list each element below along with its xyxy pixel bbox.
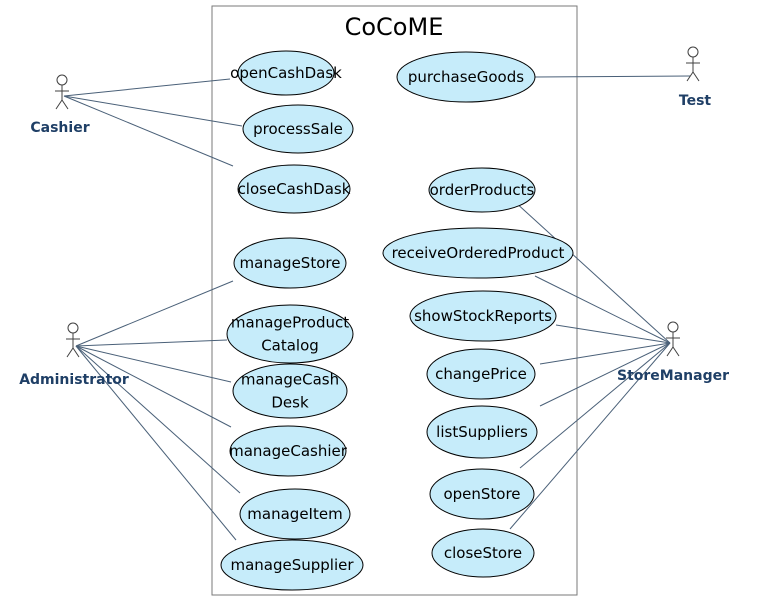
actor-label: Administrator xyxy=(19,372,129,388)
use-case-ellipse xyxy=(242,104,354,154)
use-case-ellipse xyxy=(237,50,335,96)
use-case-receiveOrderedProduct[interactable]: receiveOrderedProduct xyxy=(382,227,574,279)
use-case-showStockReports[interactable]: showStockReports xyxy=(409,290,557,342)
actor-storemanager[interactable]: StoreManager xyxy=(617,321,729,384)
use-case-ellipse xyxy=(396,51,536,103)
use-case-label: Catalog xyxy=(261,337,319,355)
actor-label: StoreManager xyxy=(617,368,729,384)
use-case-ellipse xyxy=(431,528,535,578)
association-administrator-manageCashDesk xyxy=(75,345,232,383)
stick-figure-icon xyxy=(666,321,680,357)
use-cases: openCashDask processSale closeCashDask purc… xyxy=(220,50,574,591)
use-case-label: manageStore xyxy=(240,254,341,272)
association-administrator-manageStore xyxy=(75,280,234,347)
association-storemanager-receiveOrderedProduct xyxy=(534,275,671,344)
association-cashier-openCashDask xyxy=(63,78,231,97)
actor-test[interactable]: Test xyxy=(679,46,712,109)
use-case-listSuppliers[interactable]: listSuppliers xyxy=(426,405,538,459)
actor-cashier[interactable]: Cashier xyxy=(30,74,90,136)
stick-figure-icon xyxy=(686,46,700,82)
use-case-ellipse xyxy=(428,167,536,213)
system-title: CoCoME xyxy=(345,13,444,41)
association-administrator-manageSupplier xyxy=(75,345,237,541)
use-case-label: listSuppliers xyxy=(436,423,528,441)
association-test-purchaseGoods xyxy=(534,75,691,78)
actor-administrator[interactable]: Administrator xyxy=(19,322,129,388)
association-cashier-closeCashDask xyxy=(63,95,234,167)
use-case-label: orderProducts xyxy=(430,181,535,199)
association-storemanager-orderProducts xyxy=(513,200,671,344)
use-case-ellipse xyxy=(232,363,348,419)
association-storemanager-openStore xyxy=(519,342,671,469)
actor-label: Cashier xyxy=(30,120,89,136)
use-case-processSale[interactable]: processSale xyxy=(242,104,354,154)
association-administrator-manageItem xyxy=(75,345,241,494)
use-case-label: manageCash xyxy=(241,371,339,389)
use-case-label: closeCashDask xyxy=(238,180,351,198)
use-case-manageItem[interactable]: manageItem xyxy=(239,488,351,540)
association-cashier-processSale xyxy=(63,95,243,127)
use-case-openStore[interactable]: openStore xyxy=(429,468,535,520)
use-case-manageStore[interactable]: manageStore xyxy=(233,237,347,289)
use-case-ellipse xyxy=(429,468,535,520)
association-storemanager-listSuppliers xyxy=(539,342,671,407)
use-case-label: processSale xyxy=(253,120,343,138)
use-case-closeStore[interactable]: closeStore xyxy=(431,528,535,578)
use-case-ellipse xyxy=(409,290,557,342)
use-case-label: manageSupplier xyxy=(230,556,354,574)
use-case-label: changePrice xyxy=(435,365,527,383)
associations xyxy=(63,75,691,541)
use-case-label: manageCashier xyxy=(229,442,348,460)
use-case-label: Desk xyxy=(271,394,309,412)
use-case-closeCashDask[interactable]: closeCashDask xyxy=(237,164,351,214)
use-case-ellipse xyxy=(220,539,364,591)
association-administrator-manageCashier xyxy=(75,345,232,428)
use-case-label: manageProduct xyxy=(231,314,349,332)
use-case-ellipse xyxy=(233,237,347,289)
use-case-changePrice[interactable]: changePrice xyxy=(426,348,536,400)
use-case-ellipse xyxy=(239,488,351,540)
use-case-manageSupplier[interactable]: manageSupplier xyxy=(220,539,364,591)
use-case-ellipse xyxy=(226,304,354,364)
use-case-purchaseGoods[interactable]: purchaseGoods xyxy=(396,51,536,103)
association-storemanager-showStockReports xyxy=(555,324,671,344)
use-case-openCashDask[interactable]: openCashDask xyxy=(230,50,342,96)
use-case-manageCashier[interactable]: manageCashier xyxy=(229,425,348,477)
use-case-ellipse xyxy=(237,164,351,214)
association-storemanager-closeStore xyxy=(509,342,671,530)
use-case-label: openCashDask xyxy=(230,64,342,82)
actor-label: Test xyxy=(679,93,712,109)
use-case-label: purchaseGoods xyxy=(408,68,524,86)
use-case-ellipse xyxy=(426,348,536,400)
use-case-label: receiveOrderedProduct xyxy=(392,244,565,262)
association-storemanager-changePrice xyxy=(539,342,671,365)
use-case-ellipse xyxy=(382,227,574,279)
use-case-label: showStockReports xyxy=(414,307,552,325)
use-case-ellipse xyxy=(229,425,347,477)
use-case-label: openStore xyxy=(443,485,520,503)
association-administrator-manageProductCatalog xyxy=(75,339,228,347)
use-case-label: closeStore xyxy=(444,544,522,562)
use-case-orderProducts[interactable]: orderProducts xyxy=(428,167,536,213)
stick-figure-icon xyxy=(55,74,69,110)
use-case-ellipse xyxy=(426,405,538,459)
stick-figure-icon xyxy=(66,322,80,358)
use-case-label: manageItem xyxy=(247,505,342,523)
